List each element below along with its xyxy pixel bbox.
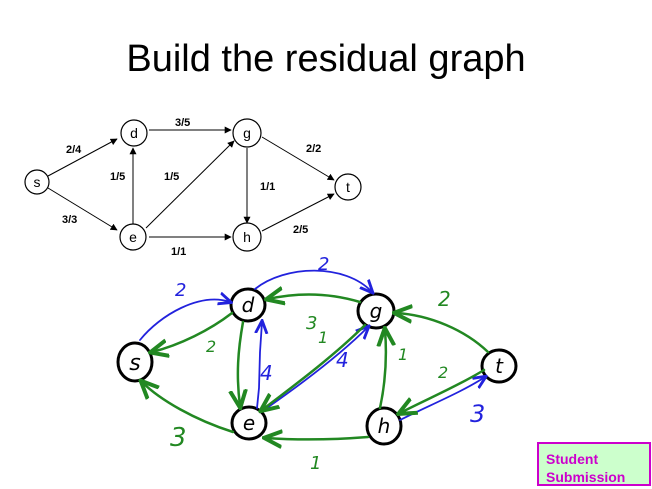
res-label-t-g: 2	[438, 287, 451, 311]
res-node-s-label: s	[129, 351, 140, 376]
node-h-label: h	[243, 229, 251, 245]
res-label-d-s: 2	[206, 337, 216, 356]
edge-label-g-t: 2/2	[306, 143, 321, 155]
res-node-e-label: e	[243, 411, 255, 435]
res-label-t-h: 2	[438, 363, 448, 382]
res-edge-t-g	[396, 313, 490, 354]
edge-label-e-g: 1/5	[164, 171, 179, 183]
residual-graph: s d g e h t	[116, 254, 518, 474]
student-submission-badge: Student Submission	[537, 442, 651, 486]
edge-label-d-g: 3/5	[175, 117, 190, 129]
res-label-e-d: 4	[260, 361, 273, 385]
res-edge-e-s	[142, 382, 235, 434]
res-node-d-label: d	[242, 293, 255, 317]
node-d: d	[120, 119, 148, 147]
res-label-h-g: 1	[398, 345, 408, 364]
res-label-g-d: 3	[306, 313, 317, 334]
res-edge-g-e	[262, 323, 367, 410]
edge-s-d	[47, 138, 118, 177]
badge-line-1: Student	[546, 451, 599, 467]
edge-g-t	[261, 136, 335, 181]
res-node-t: t	[480, 348, 518, 384]
edge-label-h-t: 2/5	[293, 224, 308, 236]
node-s: s	[24, 169, 50, 195]
res-node-g: g	[356, 292, 396, 330]
res-node-e: e	[230, 405, 268, 441]
res-label-g-e: 1	[318, 328, 328, 347]
edge-label-e-h: 1/1	[171, 246, 186, 258]
node-s-label: s	[34, 174, 41, 190]
flow-graph: s d e g h t 2/4 3/3	[24, 117, 362, 258]
res-edge-g-d	[268, 294, 362, 302]
badge-line-2: Submission	[546, 469, 626, 485]
node-t-label: t	[346, 179, 350, 195]
res-edge-s-d	[139, 300, 230, 341]
edge-label-s-e: 3/3	[62, 214, 77, 226]
res-label-h-e: 1	[310, 453, 321, 474]
res-node-d: d	[229, 287, 267, 323]
res-label-e-s: 3	[170, 423, 187, 453]
node-t: t	[334, 173, 362, 201]
res-label-d-g: 2	[318, 254, 329, 275]
edge-e-g	[145, 140, 235, 229]
res-node-h: h	[365, 406, 403, 446]
node-e: e	[119, 223, 147, 251]
res-edge-d-s	[152, 311, 234, 352]
node-g: g	[232, 118, 262, 148]
edge-label-g-h: 1/1	[260, 181, 275, 193]
node-g-label: g	[243, 125, 251, 141]
node-e-label: e	[129, 229, 137, 245]
node-h: h	[232, 222, 262, 252]
res-edge-h-g	[380, 330, 386, 410]
edge-h-t	[261, 193, 335, 232]
res-label-e-g: 4	[336, 348, 349, 372]
edge-label-s-d: 2/4	[66, 144, 82, 156]
res-edge-d-g	[254, 269, 372, 292]
res-node-t-label: t	[495, 354, 504, 378]
res-node-g-label: g	[370, 299, 383, 323]
edge-label-e-d: 1/5	[110, 171, 125, 183]
res-label-s-d: 2	[175, 280, 186, 301]
res-node-h-label: h	[378, 414, 391, 438]
edge-s-e	[47, 187, 118, 231]
res-edge-h-e	[266, 437, 370, 439]
node-d-label: d	[130, 125, 138, 141]
res-node-s: s	[116, 341, 154, 383]
res-label-h-t: 3	[470, 400, 485, 428]
slide-title: Build the residual graph	[126, 38, 526, 80]
res-edge-d-e	[238, 320, 243, 406]
res-edge-t-h	[400, 368, 486, 413]
